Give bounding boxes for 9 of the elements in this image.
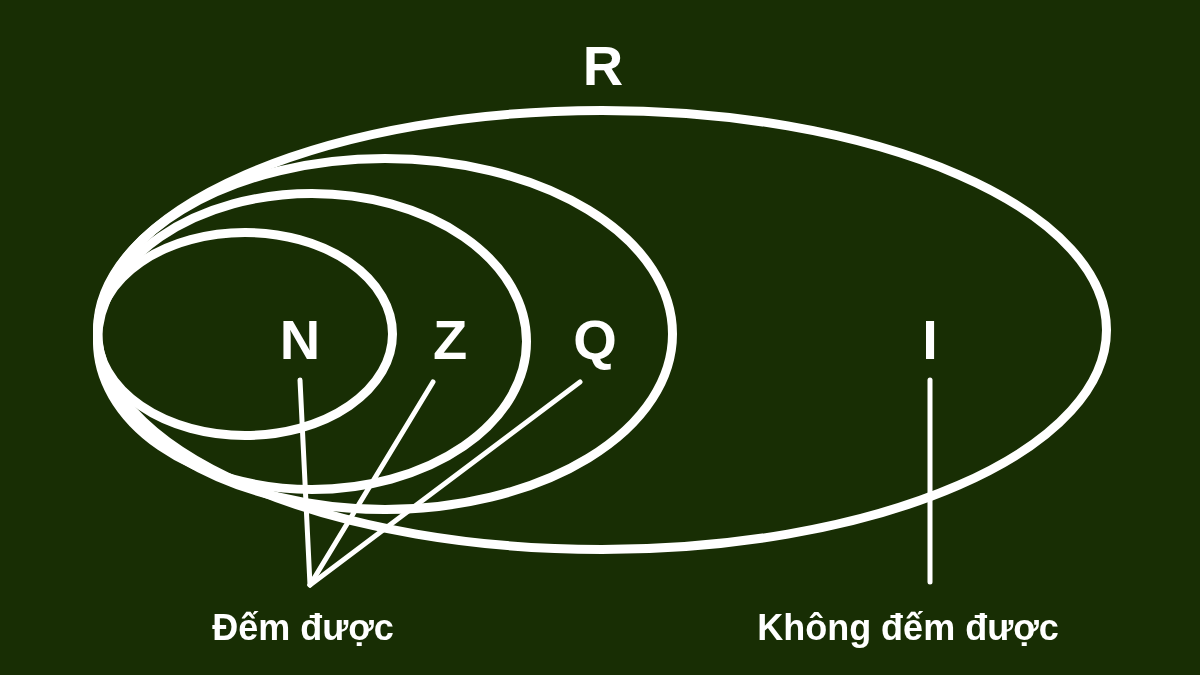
set-symbol: N: [279, 312, 321, 368]
caption-text: Không đếm được: [725, 606, 1091, 650]
leader-line: [307, 379, 583, 588]
set-symbol: Z: [432, 312, 468, 368]
set-symbol: R: [582, 38, 624, 94]
caption-text: Đếm được: [190, 606, 416, 650]
set-symbol: Q: [573, 312, 617, 368]
leader-line: [927, 377, 933, 585]
set-symbol: I: [915, 312, 945, 368]
